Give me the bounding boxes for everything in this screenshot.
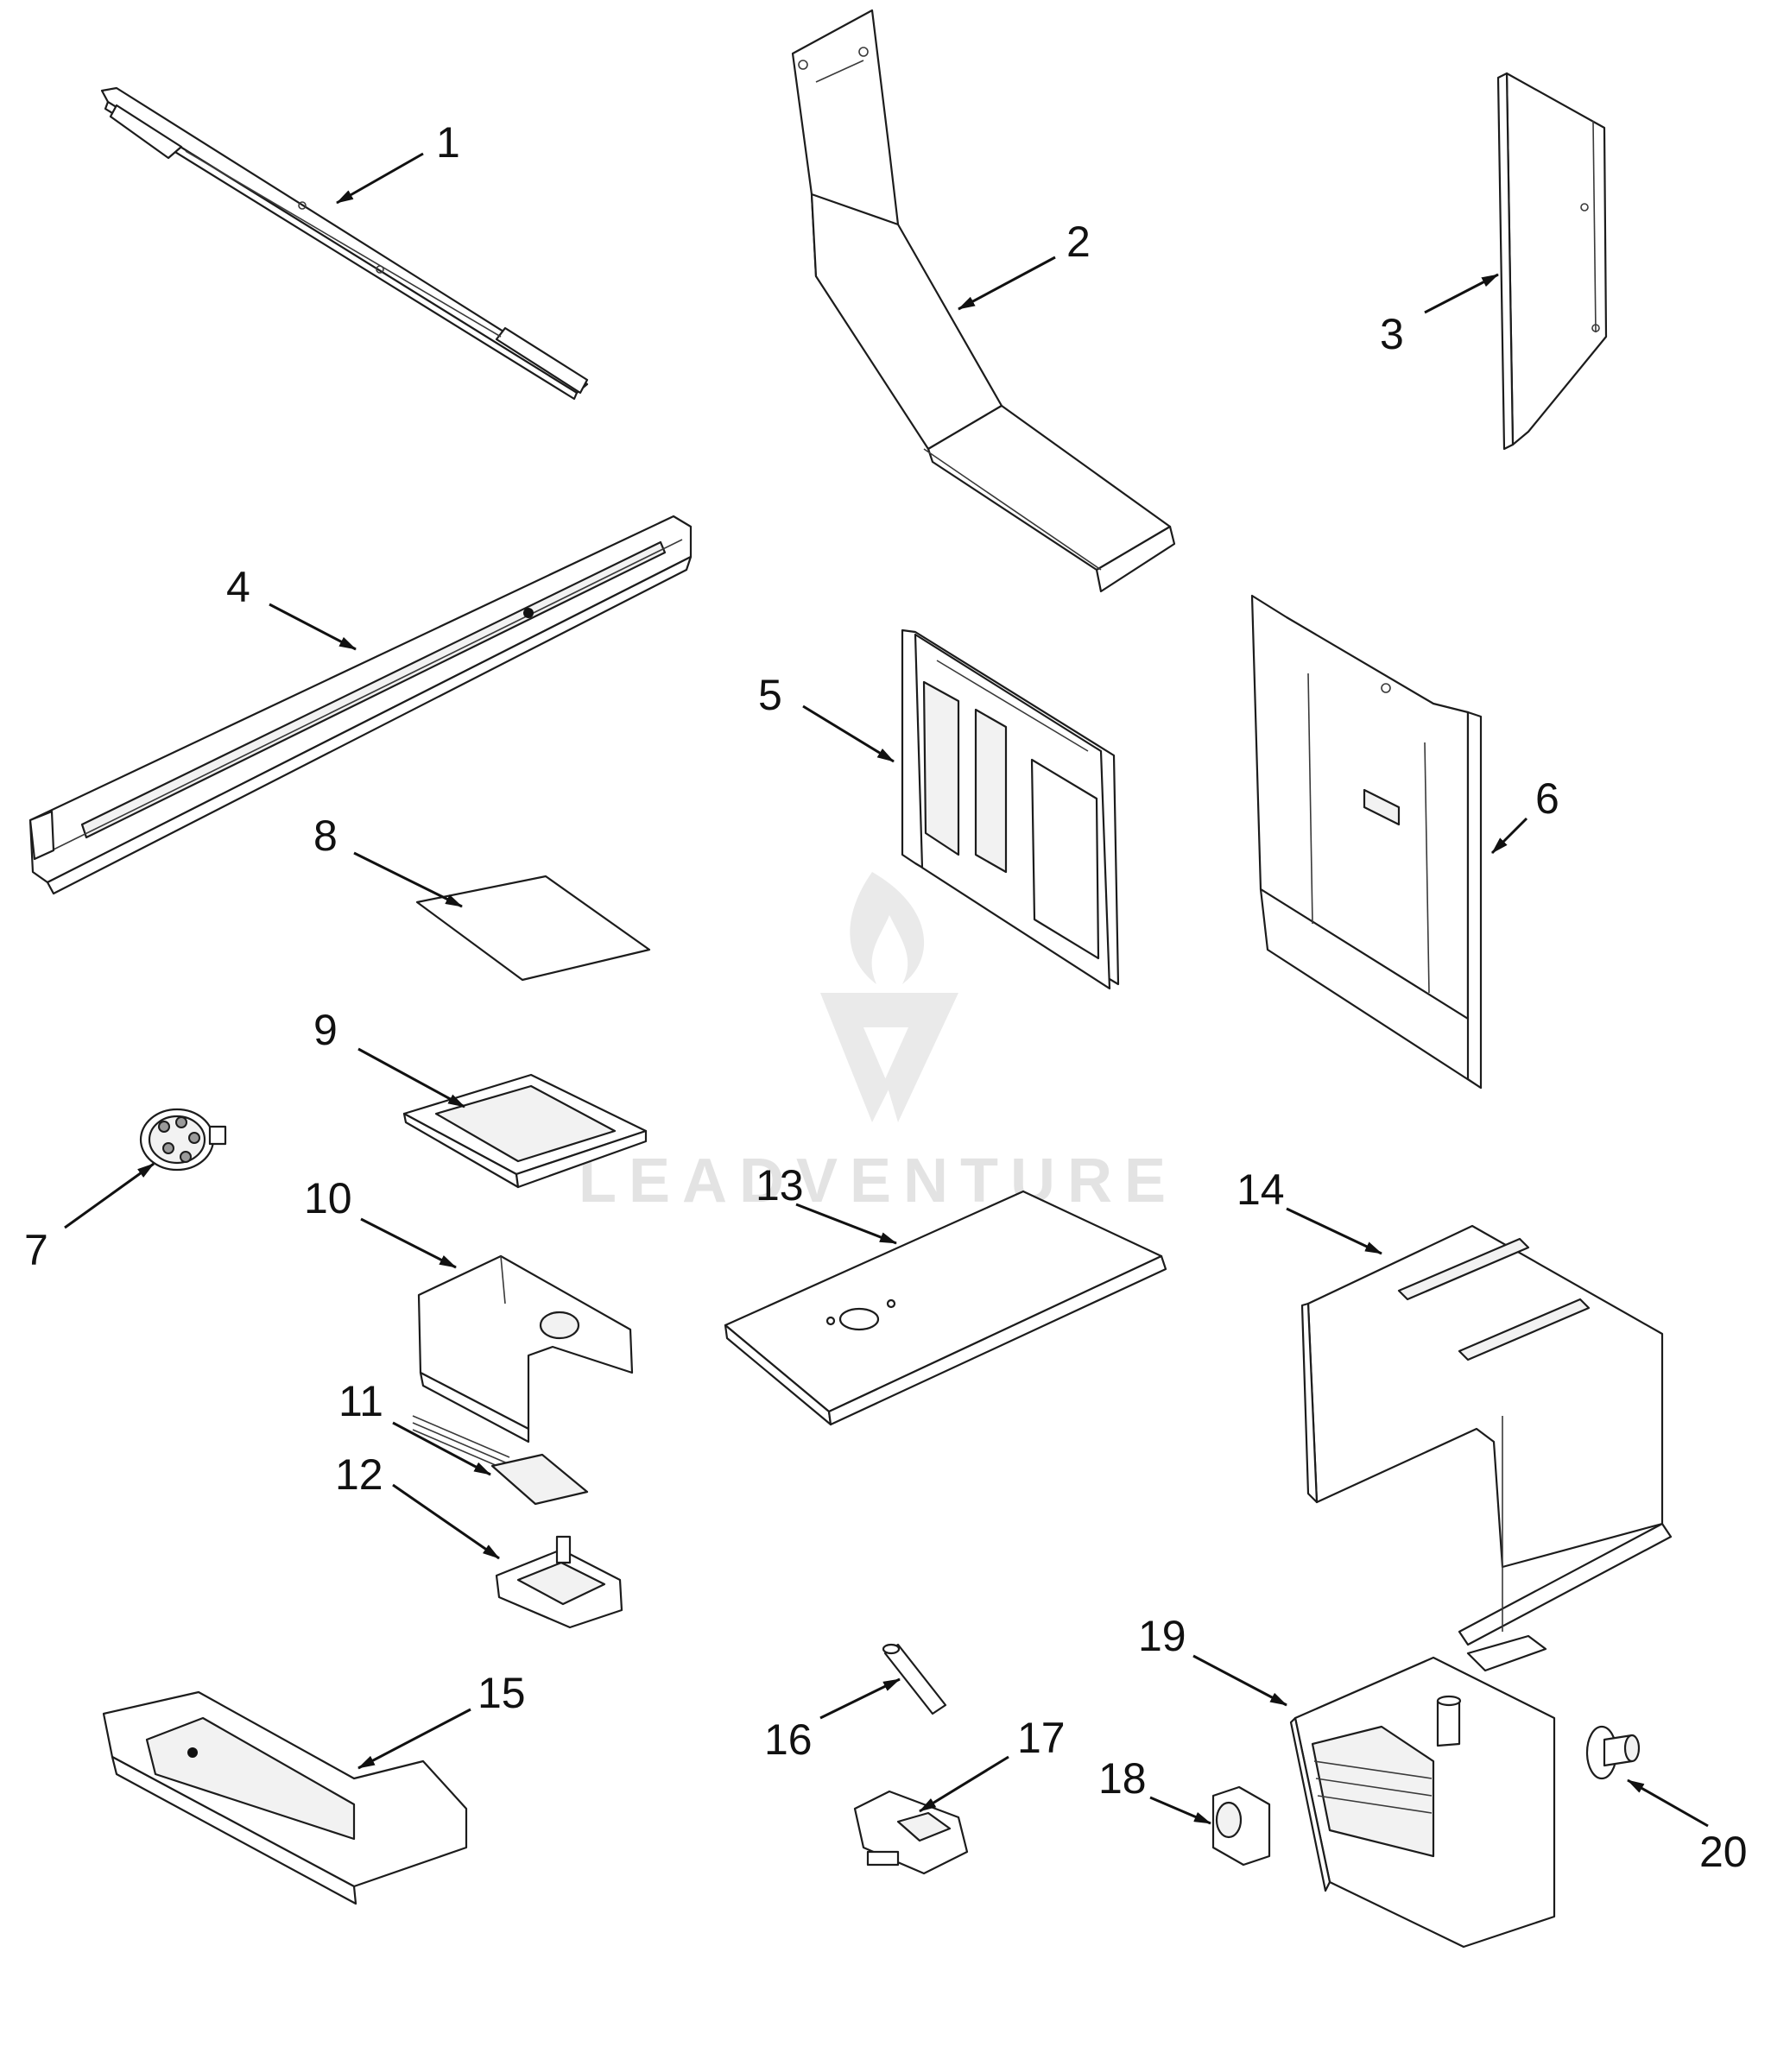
callout-7: 7 bbox=[24, 1162, 155, 1274]
callout-19: 19 bbox=[1138, 1612, 1287, 1707]
callout-label-14: 14 bbox=[1237, 1166, 1285, 1214]
callout-label-16: 16 bbox=[764, 1715, 813, 1764]
callout-16: 16 bbox=[764, 1677, 901, 1764]
part-2-bracket bbox=[791, 9, 1176, 593]
callout-label-11: 11 bbox=[338, 1377, 383, 1425]
part-13-cover bbox=[724, 1190, 1167, 1426]
part-4-channel bbox=[28, 515, 693, 895]
callout-9: 9 bbox=[313, 1006, 465, 1109]
callout-14: 14 bbox=[1237, 1166, 1382, 1255]
part-16-pin bbox=[882, 1643, 947, 1715]
callout-18: 18 bbox=[1098, 1754, 1211, 1825]
callout-5: 5 bbox=[758, 671, 895, 763]
callout-17: 17 bbox=[919, 1714, 1066, 1813]
part-7-connector bbox=[139, 1108, 227, 1172]
part-6-panel bbox=[1250, 594, 1483, 1090]
watermark-text: LEADVENTURE bbox=[579, 1147, 1178, 1216]
callout-12: 12 bbox=[335, 1450, 500, 1560]
part-14-housing bbox=[1300, 1224, 1673, 1646]
callout-label-17: 17 bbox=[1017, 1714, 1066, 1762]
part-17-switch bbox=[853, 1790, 969, 1875]
callout-label-8: 8 bbox=[313, 812, 338, 860]
callout-label-20: 20 bbox=[1699, 1828, 1748, 1876]
callout-label-18: 18 bbox=[1098, 1754, 1147, 1803]
part-1-rail bbox=[100, 86, 589, 401]
callout-label-15: 15 bbox=[478, 1669, 526, 1717]
callout-10: 10 bbox=[304, 1174, 457, 1269]
part-18-clip bbox=[1211, 1785, 1271, 1867]
callout-label-19: 19 bbox=[1138, 1612, 1186, 1660]
part-12-clip bbox=[495, 1535, 623, 1629]
part-5-rear-panel bbox=[901, 629, 1120, 990]
callout-13: 13 bbox=[756, 1161, 897, 1245]
callout-label-10: 10 bbox=[304, 1174, 352, 1222]
part-20-thermostat bbox=[1585, 1725, 1641, 1780]
part-10-cover bbox=[417, 1254, 634, 1443]
part-11-sensor bbox=[412, 1415, 589, 1506]
callout-label-12: 12 bbox=[335, 1450, 383, 1499]
part-19-magnetron bbox=[1289, 1634, 1556, 1949]
callout-label-3: 3 bbox=[1380, 310, 1404, 358]
callout-label-7: 7 bbox=[24, 1226, 48, 1274]
callout-20: 20 bbox=[1627, 1778, 1748, 1876]
callout-15: 15 bbox=[357, 1669, 526, 1770]
callout-1: 1 bbox=[336, 118, 460, 205]
part-3-side-panel bbox=[1496, 72, 1608, 451]
watermark-logo bbox=[820, 872, 958, 1122]
callout-3: 3 bbox=[1380, 273, 1499, 358]
callout-label-6: 6 bbox=[1535, 774, 1559, 823]
callout-label-4: 4 bbox=[226, 563, 250, 611]
callout-4: 4 bbox=[226, 563, 357, 651]
callout-6: 6 bbox=[1490, 774, 1559, 855]
callout-11: 11 bbox=[338, 1377, 491, 1476]
callout-label-1: 1 bbox=[436, 118, 460, 167]
part-15-holder bbox=[102, 1690, 468, 1905]
callout-2: 2 bbox=[958, 218, 1091, 311]
callout-label-9: 9 bbox=[313, 1006, 338, 1054]
callout-label-2: 2 bbox=[1066, 218, 1091, 266]
callout-8: 8 bbox=[313, 812, 463, 908]
callout-label-13: 13 bbox=[756, 1161, 804, 1210]
part-8-sheet bbox=[415, 875, 651, 982]
callout-label-5: 5 bbox=[758, 671, 782, 719]
